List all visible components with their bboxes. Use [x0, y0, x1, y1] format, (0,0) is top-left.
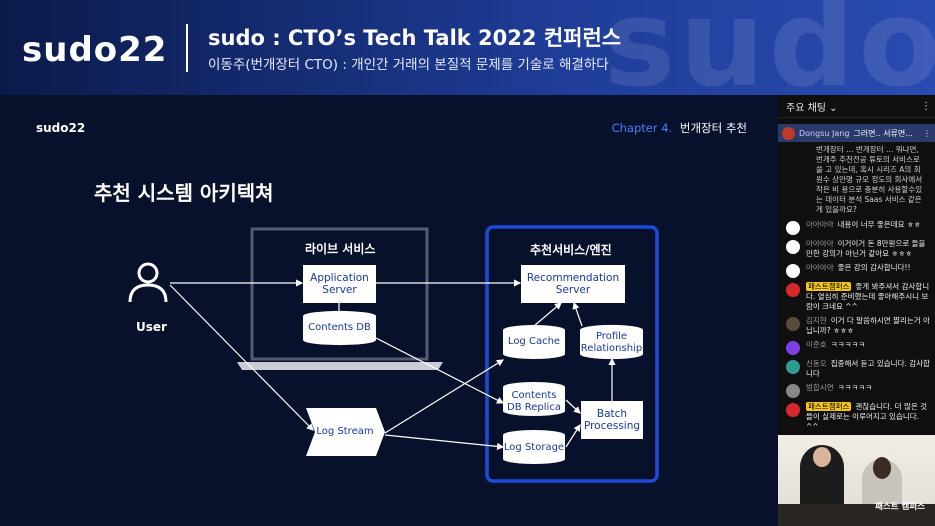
presenter-right-head: [873, 457, 891, 479]
presenter-left-head: [813, 447, 831, 467]
chat-header[interactable]: 주요 채팅 ⌄ ⋮: [778, 95, 935, 118]
log-cache-label: Log Cache: [507, 336, 561, 347]
more-options-icon[interactable]: ⋮: [923, 128, 931, 138]
log-stream-label: Log Stream: [316, 426, 374, 437]
avatar: [786, 341, 800, 355]
banner-divider: [186, 24, 188, 72]
batch-processing-box: Batch Processing: [581, 401, 643, 439]
presenter-webcam: 패스트 캠퍼스: [778, 435, 935, 526]
chat-author: 범합시연: [806, 383, 834, 392]
profile-relationship-label: Profile Relationship: [580, 331, 643, 354]
chat-body: 이거 다 말씀하시면 짤리는거 아닙니까? ㅎㅎㅎ: [806, 316, 930, 335]
talk-subtitle: 이동주(번개장터 CTO) : 개인간 거래의 본질적 문제를 기술로 해결하다: [208, 57, 609, 73]
laptop-base: [237, 362, 443, 370]
contents-db-label: Contents DB: [308, 322, 371, 333]
slide-title: 추천 시스템 아키텍쳐: [94, 181, 274, 205]
rec-service-label: 추천서비스/엔진: [530, 243, 612, 257]
user-icon: [128, 262, 168, 303]
avatar: [786, 317, 800, 331]
chevron-down-icon: ⌄: [829, 102, 838, 114]
chat-body: 좋게 봐주셔서 감사합니다. 열심히 준비했는데 좋아해주시니 보람이 크네요 …: [806, 282, 930, 311]
db-cylinders: [303, 310, 643, 464]
chat-author: 아아아아: [806, 220, 834, 229]
avatar: [786, 240, 800, 254]
fastcampus-logo: 패스트 캠퍼스: [875, 502, 925, 512]
avatar: [786, 283, 800, 297]
desk: [778, 504, 935, 526]
chat-author: 패스트캠퍼스: [806, 282, 852, 291]
chat-author: 김지현: [806, 316, 827, 325]
chat-panel[interactable]: 주요 채팅 ⌄ ⋮ Dongsu Jang 그러면.. 서류면... ⋮ 번개장…: [778, 95, 935, 435]
chat-body: ㅋㅋㅋㅋㅋ: [830, 340, 866, 349]
pinned-message[interactable]: Dongsu Jang 그러면.. 서류면... ⋮: [778, 124, 935, 142]
chat-author: 신동오: [806, 359, 827, 368]
architecture-diagram: [128, 225, 659, 483]
chat-body: 괜찮습니다. 더 많은 것들이 실제로는 이루어지고 있습니다. ^^: [806, 402, 928, 431]
chat-body: 집중해서 듣고 있습니다. 감사합니다: [806, 359, 930, 378]
diagram-arrows: [169, 279, 616, 450]
application-server-box: Application Server: [303, 265, 376, 303]
banner-watermark: sudo: [603, 0, 935, 95]
chat-author: 아아아아: [806, 263, 834, 272]
laptop-screen-frame: [250, 227, 429, 361]
avatar: [786, 360, 800, 374]
avatar: [786, 264, 800, 278]
chat-body: 좋은 강의 감사합니다!!: [837, 263, 911, 272]
slide-logo: sudo22: [36, 121, 86, 135]
pinned-author: Dongsu Jang: [799, 128, 850, 138]
avatar: [786, 221, 800, 235]
avatar: [786, 403, 800, 417]
avatar: [782, 126, 795, 140]
log-stream-shape: [306, 408, 385, 456]
presentation-slide: sudo22 Chapter 4. 번개장터 추천 추천 시스템 아키텍쳐: [0, 95, 778, 526]
user-label: User: [136, 320, 167, 334]
log-storage-label: Log Storage: [503, 442, 565, 453]
rec-service-frame: [485, 225, 659, 483]
chat-mode-label: 주요 채팅: [786, 102, 826, 114]
pinned-message-continuation: 번개장터 … 번개장터 … 뭐냐면, 번개주 추천전공 튜토의 서비스로 쓸 고…: [816, 145, 923, 214]
chat-mode-dropdown[interactable]: 주요 채팅 ⌄: [786, 99, 838, 114]
chat-body: ㅋㅋㅋㅋㅋ: [837, 383, 873, 392]
avatar: [786, 384, 800, 398]
live-service-label: 라이브 서비스: [305, 242, 376, 256]
pinned-text: 그러면.. 서류면...: [853, 128, 913, 138]
chat-body: 이거이거 돈 8만원으로 들을 만한 강의가 아닌거 같아요 ㅎㅎㅎ: [806, 239, 926, 258]
recommendation-server-box: Recommendation Server: [521, 265, 625, 303]
event-banner: sudo sudo22 sudo : CTO’s Tech Talk 2022 …: [0, 0, 935, 95]
chat-author: 이준호: [806, 340, 827, 349]
more-options-icon[interactable]: ⋮: [921, 100, 931, 112]
chapter-label: Chapter 4. 번개장터 추천: [612, 120, 747, 136]
chat-body: 내용이 너무 좋은데요 ㅎㅎ: [837, 220, 921, 229]
chat-author: 패스트캠퍼스: [806, 402, 852, 411]
chat-author: 아아아아: [806, 239, 834, 248]
talk-title: sudo : CTO’s Tech Talk 2022 컨퍼런스: [208, 26, 622, 50]
chapter-title: 번개장터 추천: [679, 121, 747, 135]
chapter-number: Chapter 4.: [611, 121, 673, 135]
sudo22-logo: sudo22: [22, 30, 168, 70]
contents-db-replica-label: Contents DB Replica: [507, 390, 561, 413]
